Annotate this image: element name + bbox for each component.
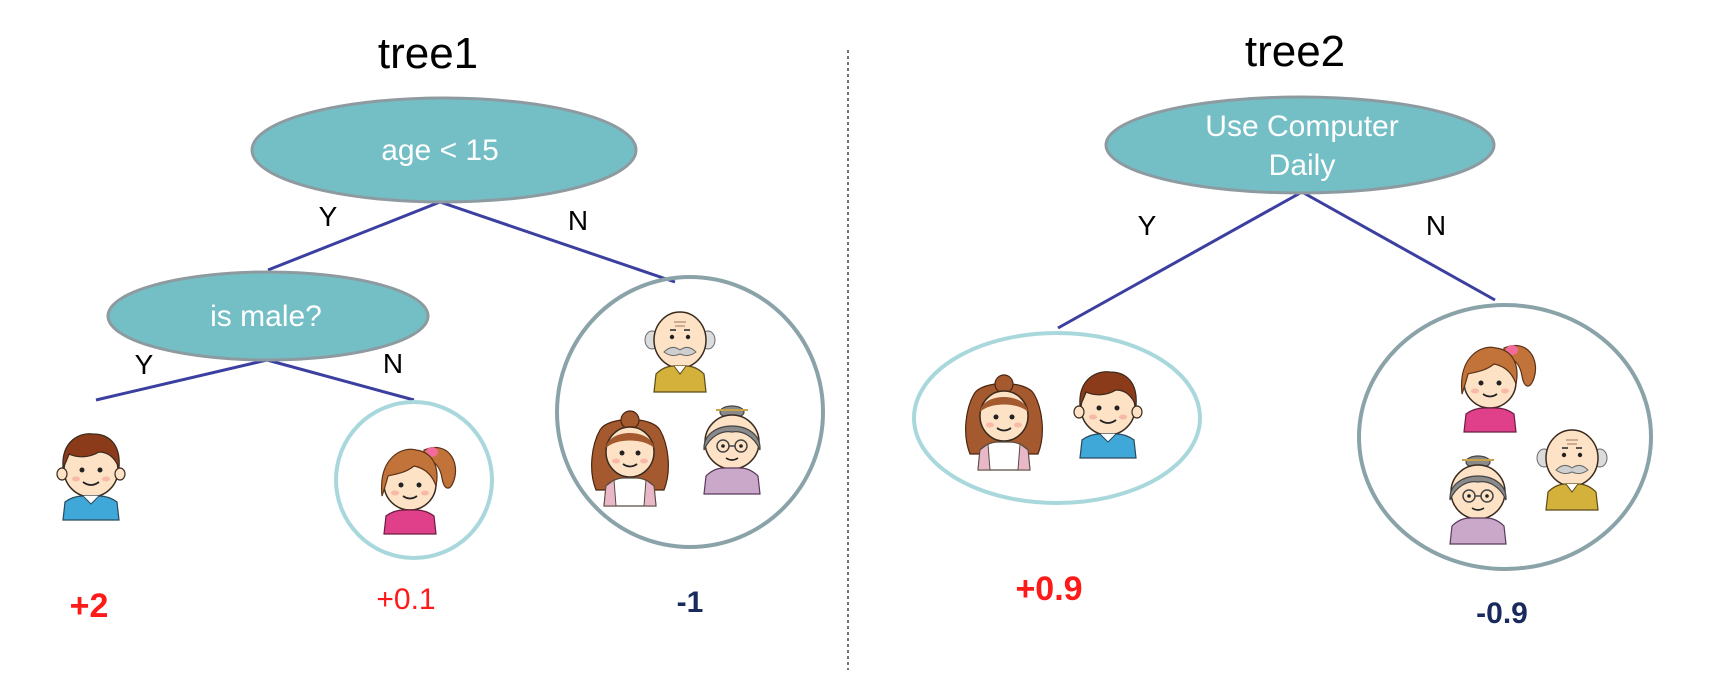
tree1-leaf-1 <box>56 432 126 521</box>
tree2-branch-yes: Y <box>1138 210 1157 241</box>
tree1-root-label: age < 15 <box>381 134 499 167</box>
girl-icon <box>1460 344 1537 433</box>
tree2-edge-yes <box>1057 190 1303 330</box>
tree2-edges <box>1057 190 1496 330</box>
tree1-title: tree1 <box>378 29 478 78</box>
tree1-leaf-3 <box>555 275 825 549</box>
girl-icon <box>380 446 457 535</box>
tree2-root-label-line1: Use Computer <box>1205 110 1398 143</box>
tree2-root-node: Use Computer Daily <box>1104 95 1496 195</box>
tree1-child-label: is male? <box>210 300 322 333</box>
tree1-child-branch-yes: Y <box>135 349 154 380</box>
tree2-leaf-1 <box>912 331 1202 505</box>
tree1-edge-root-no <box>439 200 676 284</box>
tree1-root-node: age < 15 <box>250 96 638 204</box>
tree1-edge-root-yes <box>267 200 441 272</box>
tree2-title: tree2 <box>1245 27 1345 76</box>
grandma-icon <box>1448 455 1508 545</box>
grandpa-icon <box>644 311 716 393</box>
tree2-leaf-2-score: -0.9 <box>1476 597 1528 630</box>
tree2-edge-no <box>1301 190 1496 302</box>
tree1-child-branch-no: N <box>383 348 403 379</box>
tree1-leaf-3-score: -1 <box>677 586 704 619</box>
tree2-root-label-line2: Daily <box>1269 149 1336 182</box>
boy-icon <box>1073 370 1143 459</box>
tree1-child-node: is male? <box>106 270 430 362</box>
tree1-leaf-2 <box>334 400 494 560</box>
mother-icon <box>590 410 670 507</box>
tree2-branch-no: N <box>1426 210 1446 241</box>
tree1-leaf-2-score: +0.1 <box>376 583 435 616</box>
grandma-icon <box>702 405 762 495</box>
tree1-root-branch-yes: Y <box>319 201 338 232</box>
tree2-leaf-2 <box>1357 303 1653 571</box>
mother-icon <box>964 374 1044 471</box>
tree2-leaf-1-score: +0.9 <box>1015 570 1082 608</box>
grandpa-icon <box>1536 429 1608 511</box>
boy-icon <box>56 432 126 521</box>
tree1-root-branch-no: N <box>568 205 588 236</box>
tree1-edge-child-no <box>266 358 415 402</box>
tree1-edge-child-yes <box>95 358 268 402</box>
tree1-edges <box>95 200 676 402</box>
tree1-leaf-1-score: +2 <box>70 587 109 625</box>
